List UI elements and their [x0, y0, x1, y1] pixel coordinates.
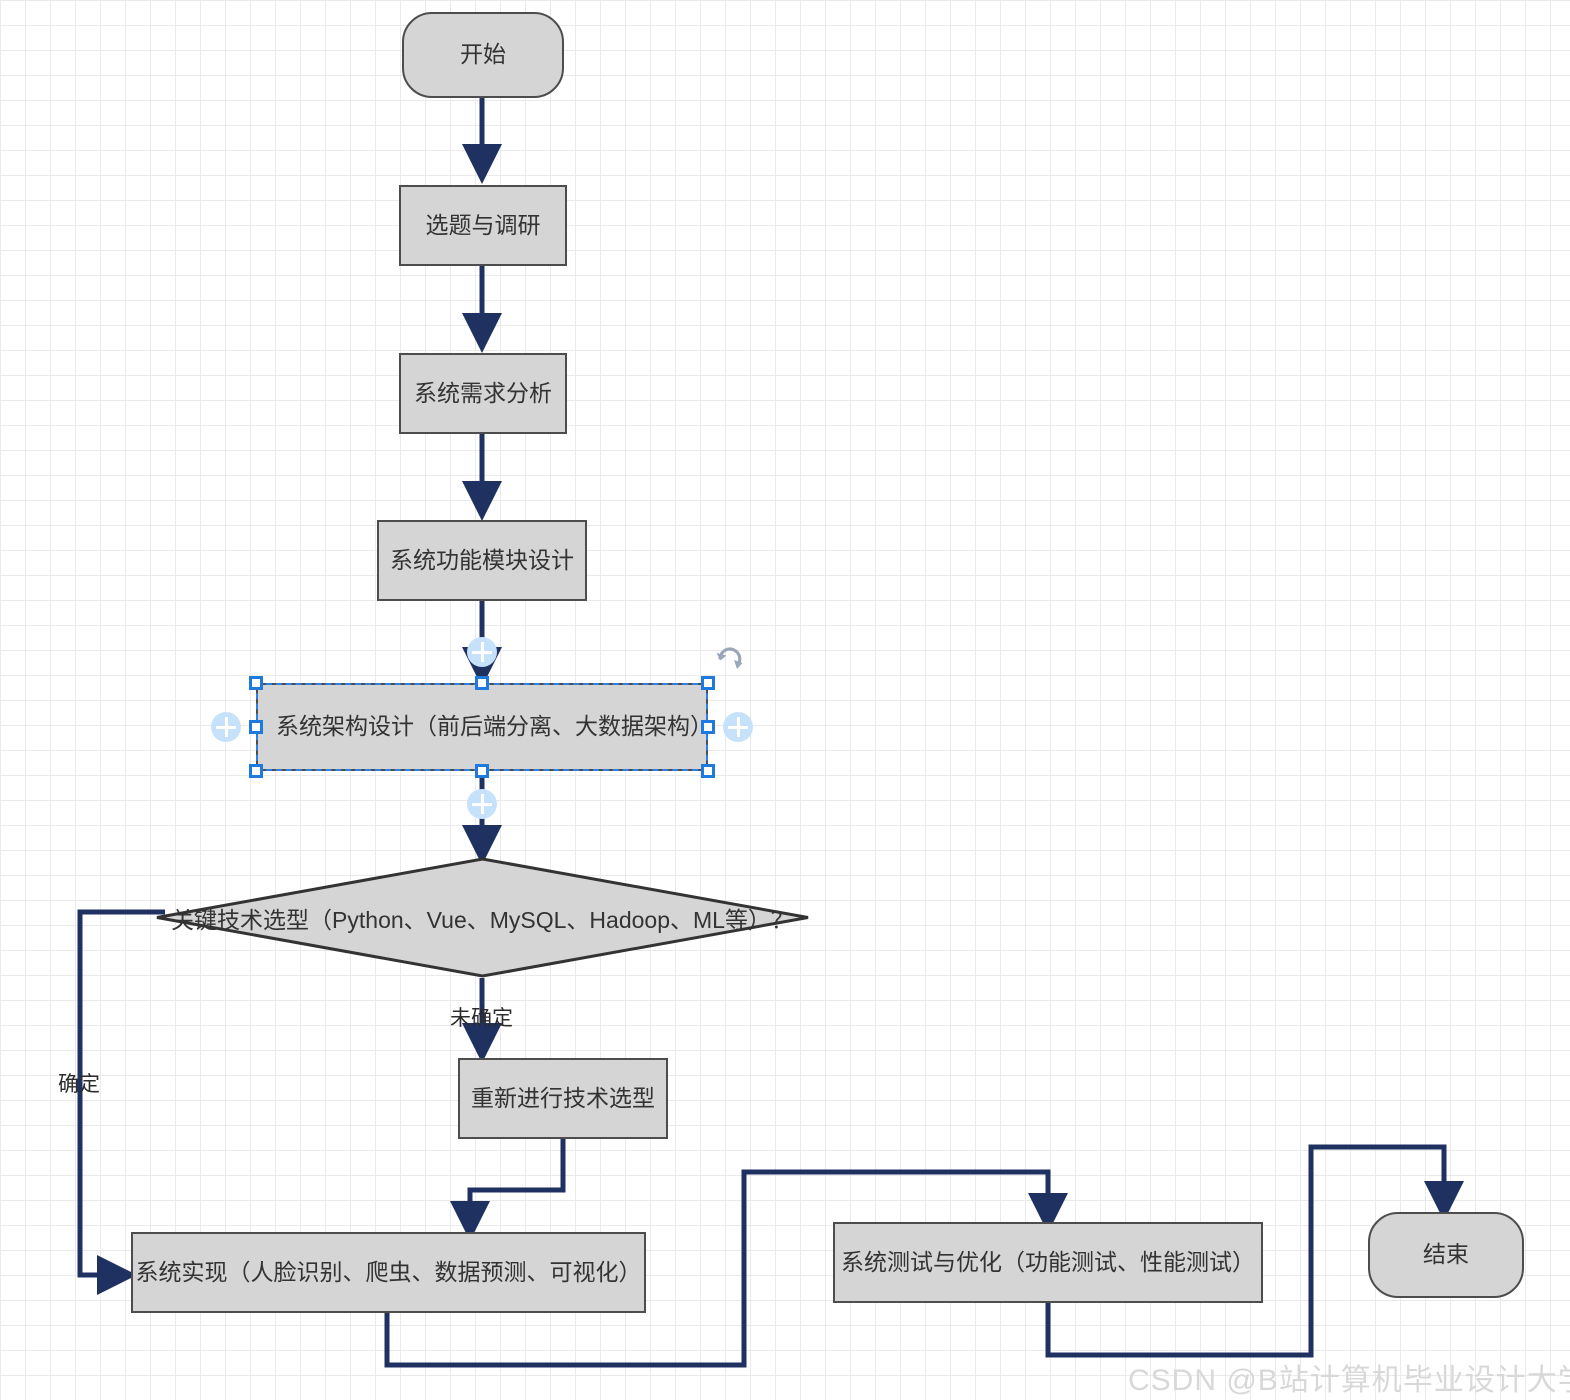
node-start-label: 开始: [460, 41, 506, 68]
plus-connection-icon-left[interactable]: [211, 712, 241, 742]
plus-connection-icon-top[interactable]: [467, 637, 497, 667]
node-system-testing[interactable]: 系统测试与优化（功能测试、性能测试）: [833, 1222, 1263, 1303]
node-requirement-analysis-label: 系统需求分析: [414, 379, 552, 406]
resize-handle-top-left[interactable]: [249, 676, 263, 690]
rotate-icon-glyph: [716, 647, 743, 669]
node-start[interactable]: 开始: [402, 12, 564, 98]
edge-retech-to-impl: [450, 1139, 566, 1242]
node-system-testing-label: 系统测试与优化（功能测试、性能测试）: [841, 1248, 1255, 1275]
plus-connection-icon-right[interactable]: [723, 712, 753, 742]
node-tech-selection-label: 关键技术选型（Python、Vue、MySQL、Hadoop、ML等）？: [171, 906, 794, 933]
node-topic-research-label: 选题与调研: [425, 211, 541, 238]
resize-handle-top-right[interactable]: [701, 676, 715, 690]
resize-handle-bottom-right[interactable]: [701, 764, 715, 778]
node-module-design[interactable]: 系统功能模块设计: [377, 520, 587, 601]
rotate-icon[interactable]: [712, 642, 748, 678]
node-requirement-analysis[interactable]: 系统需求分析: [399, 353, 567, 434]
node-system-implementation-label: 系统实现（人脸识别、爬虫、数据预测、可视化）: [135, 1258, 642, 1285]
resize-handle-middle-left[interactable]: [249, 720, 263, 734]
resize-handle-bottom-left[interactable]: [249, 764, 263, 778]
node-system-implementation[interactable]: 系统实现（人脸识别、爬虫、数据预测、可视化）: [131, 1232, 646, 1313]
resize-handle-bottom-center[interactable]: [475, 764, 489, 778]
node-architecture-design[interactable]: 系统架构设计（前后端分离、大数据架构）: [256, 683, 713, 771]
edge-label-determined: 确定: [58, 1073, 100, 1096]
node-retech-selection-label: 重新进行技术选型: [471, 1084, 655, 1111]
plus-connection-icon-bottom[interactable]: [467, 789, 497, 819]
edge-label-undetermined: 未确定: [450, 1007, 513, 1030]
node-end[interactable]: 结束: [1368, 1212, 1524, 1298]
resize-handle-top-center[interactable]: [475, 676, 489, 690]
node-retech-selection[interactable]: 重新进行技术选型: [458, 1058, 668, 1139]
resize-handle-middle-right[interactable]: [701, 720, 715, 734]
node-architecture-design-label: 系统架构设计（前后端分离、大数据架构）: [276, 713, 713, 740]
watermark-text: CSDN @B站计算机毕业设计大学: [1128, 1364, 1570, 1397]
node-tech-selection[interactable]: 关键技术选型（Python、Vue、MySQL、Hadoop、ML等）？: [155, 857, 810, 978]
decision-diamond-shape: [156, 857, 809, 978]
node-end-label: 结束: [1423, 1241, 1469, 1268]
node-module-design-label: 系统功能模块设计: [390, 546, 574, 573]
node-topic-research[interactable]: 选题与调研: [399, 185, 567, 266]
